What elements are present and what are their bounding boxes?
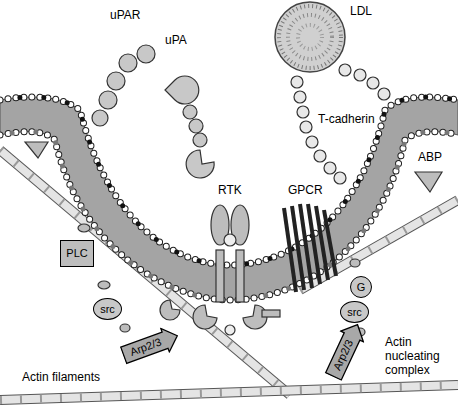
protein-label: T-cadherin bbox=[318, 112, 375, 126]
gpcr-helices bbox=[284, 204, 336, 292]
particle-label: LDL bbox=[350, 4, 372, 18]
cadherin-domains bbox=[291, 64, 390, 184]
enzyme-box: PLC bbox=[60, 240, 94, 267]
complex-arrow: Arp2/3 bbox=[320, 318, 369, 383]
receptor-label: RTK bbox=[218, 183, 242, 197]
arrow-outline bbox=[322, 319, 369, 381]
gprotein-circle: G bbox=[350, 276, 372, 298]
complex-arrow: Arp2/3 bbox=[118, 322, 183, 368]
node-text: src bbox=[100, 303, 115, 316]
rtk-receptor bbox=[193, 205, 267, 335]
receptor-domains bbox=[92, 45, 214, 178]
kinase-oval: src bbox=[93, 298, 122, 320]
protein-label: uPAR bbox=[110, 8, 140, 22]
node-text: G bbox=[357, 281, 366, 294]
protein-label: uPA bbox=[165, 33, 187, 47]
receptor-label: GPCR bbox=[288, 183, 323, 197]
node-text: src bbox=[347, 306, 362, 319]
kinase-oval: src bbox=[340, 301, 369, 323]
complex-label: Actin nucleating complex bbox=[385, 335, 449, 377]
arrow-outline bbox=[119, 324, 181, 367]
lipid-bilayer bbox=[0, 97, 458, 300]
node-text: PLC bbox=[66, 247, 87, 260]
ldl-particle bbox=[275, 2, 345, 72]
protein-label: ABP bbox=[418, 150, 442, 164]
binding-protein bbox=[25, 142, 442, 336]
filament-label: Actin filaments bbox=[22, 370, 100, 384]
